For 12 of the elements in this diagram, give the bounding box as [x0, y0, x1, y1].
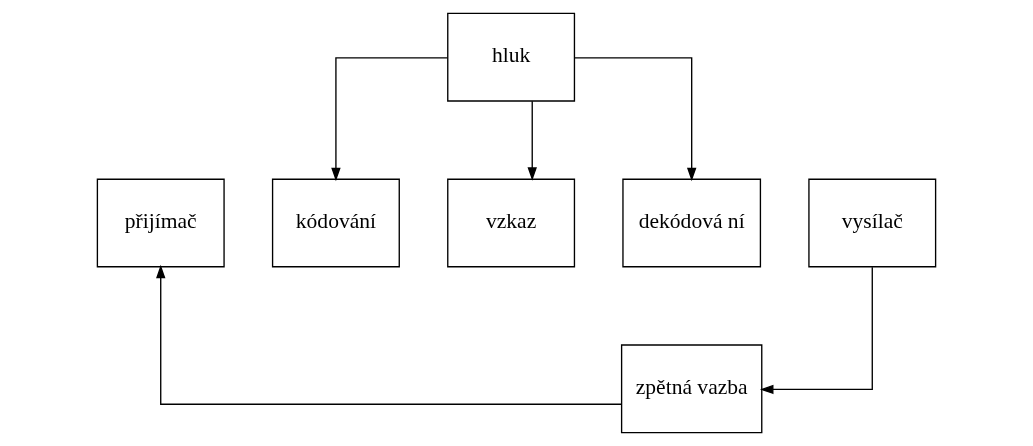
arrow: [156, 264, 622, 405]
node-box: přijímač: [96, 178, 225, 268]
arrow: [527, 100, 537, 181]
node-box: kódování: [271, 178, 400, 268]
node-box: dekódová ní: [622, 178, 762, 268]
arrow: [759, 266, 873, 395]
arrow: [574, 57, 697, 182]
arrow: [331, 57, 449, 182]
node-box: vysílač: [808, 178, 937, 268]
node-box: zpětná vazba: [620, 344, 763, 434]
node-box: vzkaz: [447, 178, 576, 268]
node-box: hluk: [447, 12, 576, 102]
